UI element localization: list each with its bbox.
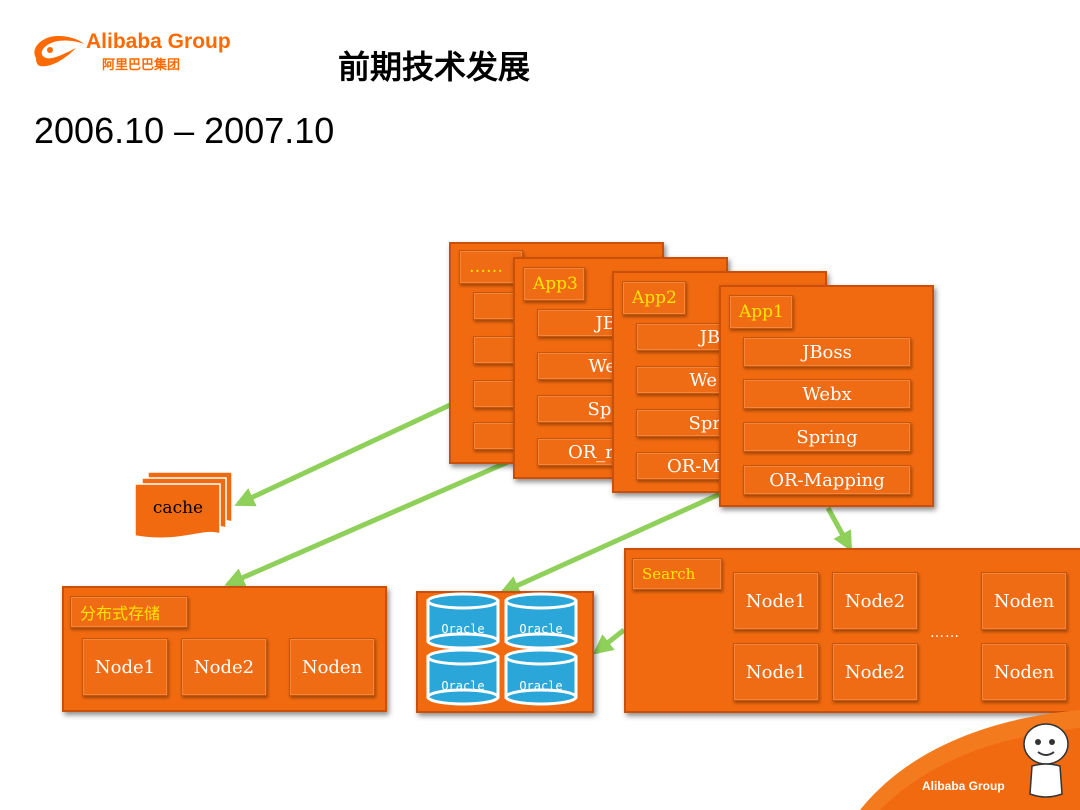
search-node-2-row2: Node2 [832,643,918,701]
app1-layer-jboss: JBoss [743,337,911,367]
app-more-label: …… [459,250,523,284]
cache-stack: cache [134,470,244,545]
storage-label: 分布式存储 [70,596,188,628]
search-label: Search [632,558,722,590]
alibaba-smile-icon [34,36,84,67]
app1-layer-spring: Spring [743,422,911,452]
app1-layer-ormapping: OR-Mapping [743,465,911,495]
oracle-db-icon [504,592,578,650]
oracle-db-icon [426,592,500,650]
storage-node-n: Noden [289,638,375,696]
app3-label: App3 [523,267,585,301]
logo-chinese: 阿里巴巴集团 [102,58,181,73]
search-node-1-row2: Node1 [733,643,819,701]
oracle-label: Oracle [519,622,563,636]
arrow-to-cache [234,402,452,507]
search-node-1-row1: Node1 [733,572,819,630]
page-title: 前期技术发展 [338,48,531,86]
search-ellipsis: …… [930,625,960,641]
oracle-label: Oracle [441,622,485,636]
oracle-panel: Oracle Oracle Oracle Oracle [416,591,594,713]
oracle-label: Oracle [519,679,563,693]
oracle-label: Oracle [441,679,485,693]
search-node-n-row2: Noden [981,643,1067,701]
arrow-search-to-oracle [592,628,626,655]
cache-label: cache [152,498,204,518]
app1-card: App1 JBoss Webx Spring OR-Mapping [719,285,934,507]
app1-layer-webx: Webx [743,379,911,409]
footer-logo: Alibaba Group [922,779,1005,793]
search-node-2-row1: Node2 [832,572,918,630]
app2-label: App2 [622,281,686,315]
app1-label: App1 [729,295,793,329]
oracle-db-group [426,592,578,706]
footer-mascot-icon [1018,722,1074,804]
search-node-n-row1: Noden [981,572,1067,630]
alibaba-logo: Alibaba Group 阿里巴巴集团 [28,28,258,78]
cache-document-icon [134,471,233,540]
logo-english: Alibaba Group [86,30,231,53]
oracle-db-icon [504,648,578,706]
distributed-storage-panel: 分布式存储 Node1 Node2 Noden [62,586,387,712]
arrow-to-search [825,506,853,552]
period-subtitle: 2006.10 – 2007.10 [34,110,335,151]
storage-node-1: Node1 [82,638,168,696]
oracle-db-icon [426,648,500,706]
storage-node-2: Node2 [181,638,267,696]
search-panel: Search Node1 Node2 Noden …… Node1 Node2 … [624,548,1080,713]
arrow-to-storage [224,459,509,587]
